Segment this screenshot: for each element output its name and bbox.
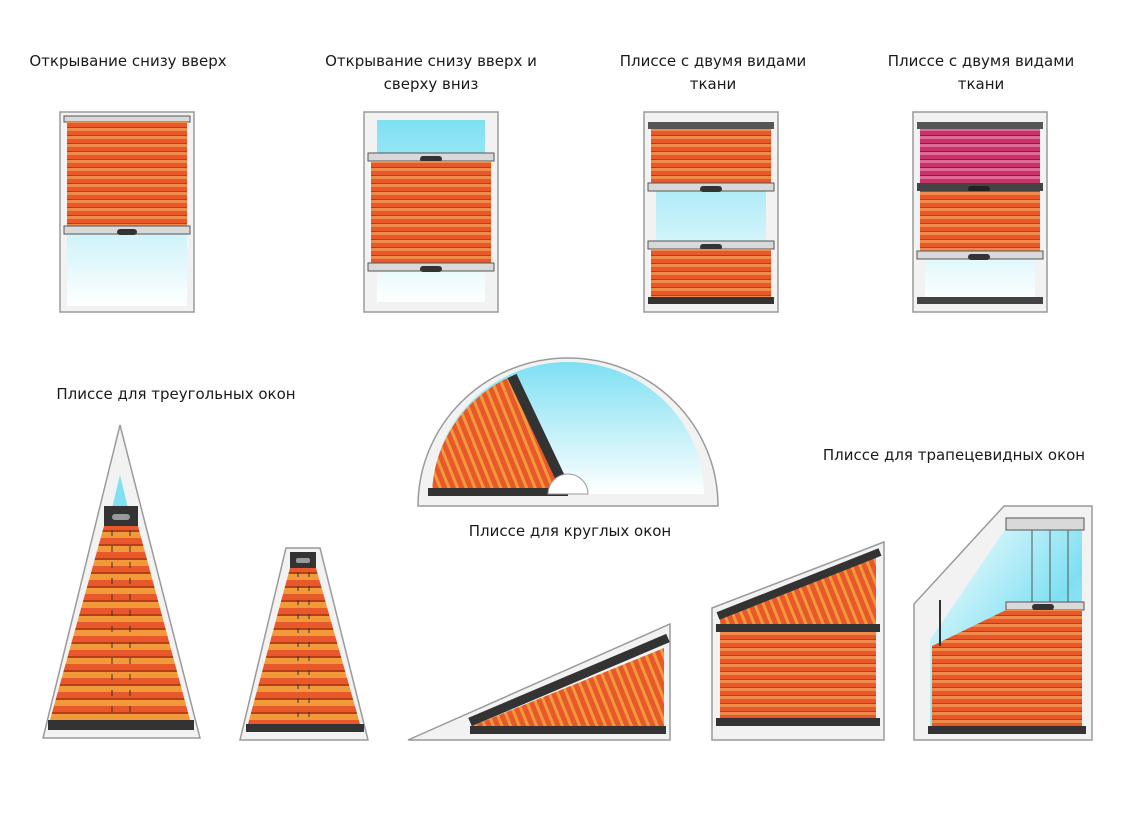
rail-icon xyxy=(468,633,670,727)
rail-icon xyxy=(48,720,194,730)
handle-icon xyxy=(112,514,130,520)
handle-icon xyxy=(420,156,442,162)
pleated-fabric-icon xyxy=(920,129,1040,183)
rail-icon xyxy=(716,718,880,726)
caption-two-fabrics-b: Плиссе с двумя видами ткани xyxy=(887,52,1075,93)
window-bottom-up-top-down xyxy=(363,111,499,313)
handle-icon xyxy=(1032,604,1054,610)
window-bottom-up xyxy=(59,111,195,313)
window-triangle-diagonal xyxy=(407,622,671,741)
handle-icon xyxy=(700,244,722,250)
glass-icon xyxy=(112,475,128,508)
pleated-fabric-icon xyxy=(248,568,360,724)
window-two-fabrics-a xyxy=(643,111,779,313)
pleated-fabric-icon xyxy=(932,610,1082,726)
rail-icon xyxy=(648,122,774,129)
rail-icon xyxy=(917,122,1043,129)
rail-icon xyxy=(63,115,191,123)
pleated-fabric-icon xyxy=(920,191,1040,251)
rail-icon xyxy=(507,373,573,497)
window-triangular-large xyxy=(42,424,201,739)
handle-icon xyxy=(700,186,722,192)
pleated-fabric-icon xyxy=(720,556,876,626)
rail-icon xyxy=(648,297,774,304)
rail-icon xyxy=(246,724,364,732)
rail-icon xyxy=(917,297,1043,304)
rail-icon xyxy=(428,488,568,496)
rail-icon xyxy=(470,726,666,734)
window-trapezoid xyxy=(913,505,1093,741)
handle-icon xyxy=(968,254,990,260)
pleated-fabric-icon xyxy=(371,161,491,263)
pleated-fabric-icon xyxy=(472,648,664,726)
window-slanted-top xyxy=(711,540,885,741)
pleated-fabric-icon xyxy=(67,122,187,226)
window-two-fabrics-b xyxy=(912,111,1048,313)
pleated-fabric-icon xyxy=(50,526,190,720)
caption-trapezoid: Плиссе для трапецевидных окон xyxy=(822,446,1086,464)
rail-icon xyxy=(1005,517,1085,531)
window-triangular-small xyxy=(239,547,369,741)
caption-round: Плиссе для круглых окон xyxy=(468,522,672,540)
handle-icon xyxy=(420,266,442,272)
window-round xyxy=(417,357,719,507)
pleated-fabric-icon xyxy=(720,632,876,718)
rail-icon xyxy=(716,548,882,620)
caption-triangular: Плиссе для треугольных окон xyxy=(56,385,296,403)
caption-bottom-up: Открывание снизу вверх xyxy=(29,52,227,70)
handle-icon xyxy=(296,558,310,563)
rail-icon xyxy=(928,726,1086,734)
handle-icon xyxy=(117,229,137,235)
handle-icon xyxy=(968,186,990,192)
rail-icon xyxy=(716,624,880,632)
pleated-fabric-icon xyxy=(432,376,568,494)
pleated-fabric-icon xyxy=(651,129,771,183)
pleated-fabric-icon xyxy=(651,249,771,297)
caption-two-fabrics-a: Плиссе с двумя видами ткани xyxy=(619,52,807,93)
caption-bottom-up-top-down: Открывание снизу вверх и сверху вниз xyxy=(325,52,537,93)
